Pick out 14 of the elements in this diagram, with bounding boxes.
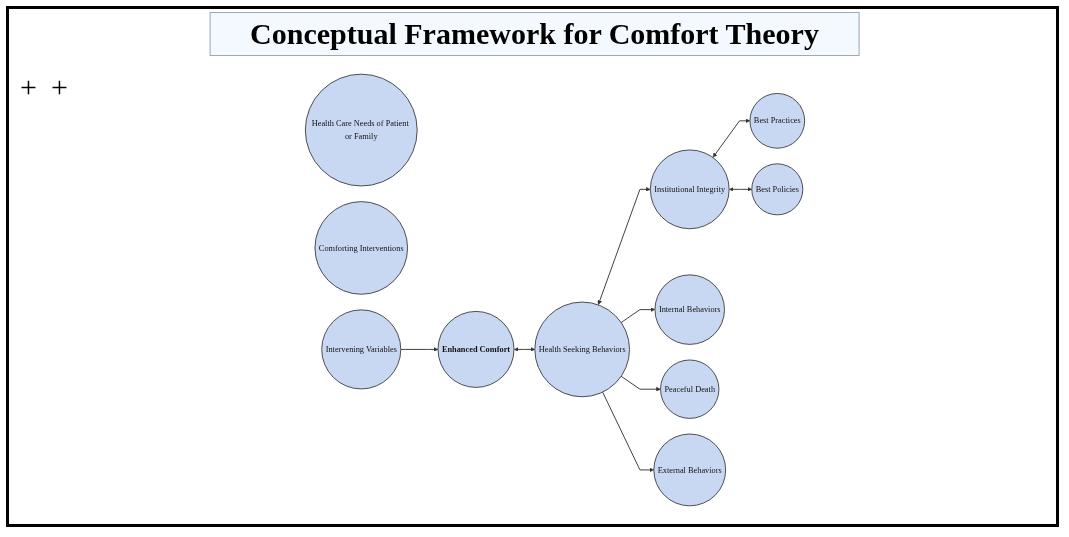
node-circle: External Behaviors (653, 433, 727, 507)
node-circle: Internal Behaviors (654, 274, 725, 345)
title: Conceptual Framework for Comfort Theory (209, 12, 860, 56)
node-circle: Best Practices (749, 93, 806, 149)
node-circle: Health Care Needs of Patient or Family (304, 73, 418, 187)
plus-sign: + (20, 70, 37, 103)
node-circle: Peaceful Death (660, 359, 720, 419)
node-circle: Institutional Integrity (649, 149, 730, 230)
plus-sign: + (50, 70, 68, 103)
node-circle: Comforting Interventions (314, 201, 408, 295)
node-circle: Best Policies (751, 163, 804, 216)
node-circle: Health Seeking Behaviors (534, 301, 630, 398)
node-circle: Enhanced Comfort (437, 311, 515, 388)
node-circle: Intervening Variables (321, 309, 402, 390)
